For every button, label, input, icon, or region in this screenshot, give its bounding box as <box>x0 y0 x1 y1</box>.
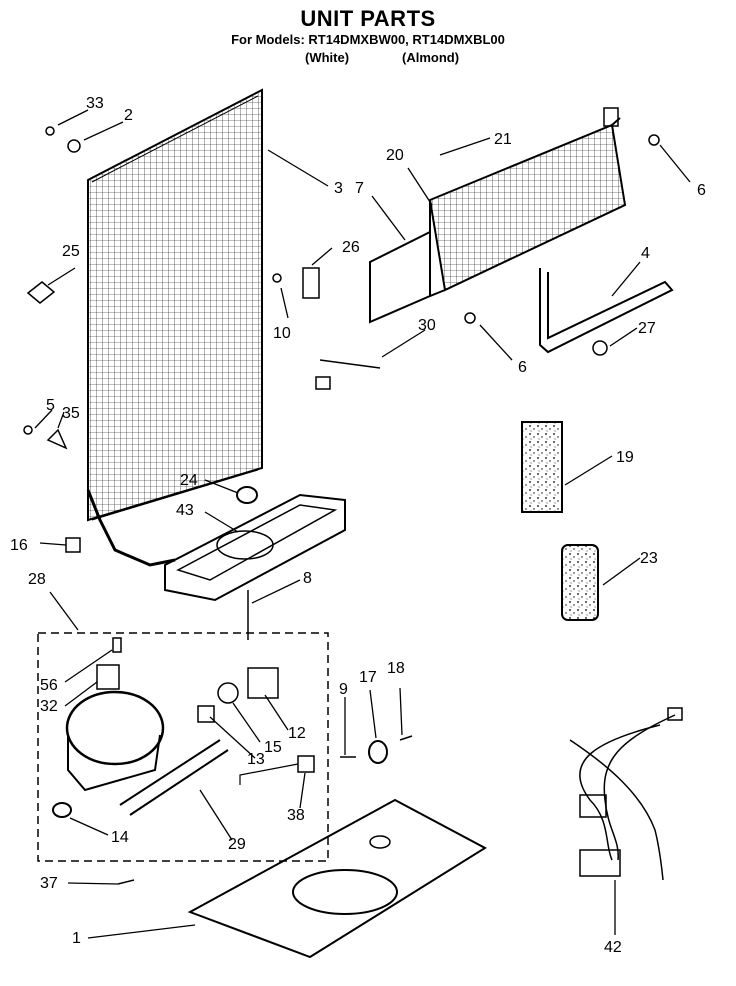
callout-5: 5 <box>46 397 55 414</box>
defrost-heater <box>539 268 674 354</box>
callout-13: 13 <box>247 751 265 768</box>
base-pan <box>187 798 487 959</box>
leader-lines <box>34 109 691 939</box>
callout-42: 42 <box>604 939 622 956</box>
callout-12: 12 <box>288 725 306 742</box>
callout-14: 14 <box>111 829 129 846</box>
page-title: UNIT PARTS <box>300 6 436 31</box>
drain-pan <box>164 486 346 602</box>
callout-25: 25 <box>62 243 80 260</box>
callout-19: 19 <box>616 449 634 466</box>
callout-35: 35 <box>62 405 80 422</box>
callout-18: 18 <box>387 660 405 677</box>
callout-2: 2 <box>124 107 133 124</box>
callout-21: 21 <box>494 131 512 148</box>
roller <box>368 740 388 764</box>
callout-9: 9 <box>339 681 348 698</box>
callout-8: 8 <box>303 570 312 587</box>
model-numbers: For Models: RT14DMXBW00, RT14DMXBL00 <box>231 32 505 47</box>
evaporator-assembly <box>369 107 627 324</box>
callout-16: 16 <box>10 537 28 554</box>
callout-56: 56 <box>40 677 58 694</box>
callout-32: 32 <box>40 698 58 715</box>
callout-33: 33 <box>86 95 104 112</box>
callout-6-top: 6 <box>697 182 706 199</box>
callout-43: 43 <box>176 502 194 519</box>
variant-white-label: (White) <box>305 50 350 65</box>
callout-7: 7 <box>355 180 364 197</box>
relay-parts <box>197 667 315 785</box>
callout-28: 28 <box>28 571 46 588</box>
filter-drier <box>119 739 229 816</box>
screws <box>23 126 660 885</box>
compressor-kit-outline <box>37 632 329 862</box>
variant-almond-label: (Almond) <box>402 50 460 65</box>
callout-38: 38 <box>287 807 305 824</box>
callout-4: 4 <box>641 245 650 262</box>
callout-labels: 33 2 3 21 20 7 6 26 25 4 10 30 27 6 5 35… <box>10 95 706 956</box>
foam-block-23 <box>561 544 599 621</box>
compressor <box>52 664 165 818</box>
callout-23: 23 <box>640 550 658 567</box>
callout-30: 30 <box>418 317 436 334</box>
callout-20: 20 <box>386 147 404 164</box>
callout-10: 10 <box>273 325 291 342</box>
callout-1: 1 <box>72 930 81 947</box>
callout-37: 37 <box>40 875 58 892</box>
callout-24: 24 <box>180 472 198 489</box>
foam-block-19 <box>521 421 563 513</box>
condenser-coil <box>86 88 263 567</box>
callout-17: 17 <box>359 669 377 686</box>
callout-26: 26 <box>342 239 360 256</box>
callout-29: 29 <box>228 836 246 853</box>
callout-15: 15 <box>264 739 282 756</box>
callout-6-mid: 6 <box>518 359 527 376</box>
callout-3: 3 <box>334 180 343 197</box>
wire-harness <box>569 707 683 881</box>
callout-27: 27 <box>638 320 656 337</box>
